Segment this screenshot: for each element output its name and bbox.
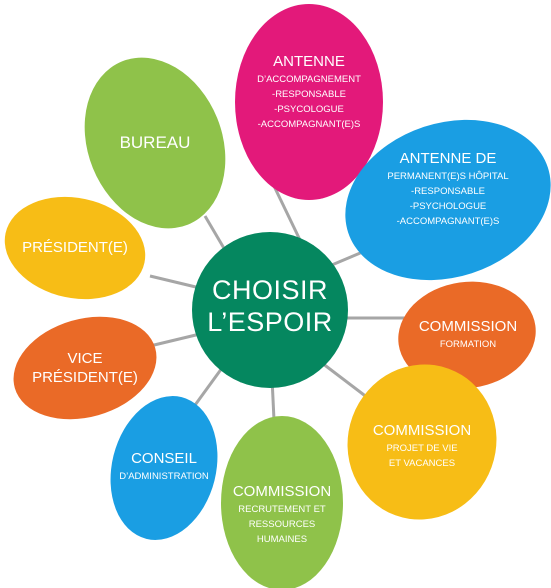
antenne-permanence-item: -RESPONSABLE bbox=[411, 185, 485, 197]
petal-vice-president bbox=[13, 316, 157, 420]
commission-projet-label: COMMISSION PROJET DE VIE ET VACANCES bbox=[350, 422, 494, 471]
conseil-administration-title: CONSEIL bbox=[131, 450, 197, 467]
commission-recrutement-title: COMMISSION bbox=[232, 483, 332, 500]
commission-projet-title: COMMISSION bbox=[372, 422, 472, 439]
antenne-accompagnement-item: -PSYCOLOGUE bbox=[274, 104, 344, 116]
president-label: PRÉSIDENT(E) bbox=[10, 239, 140, 258]
petal-bureau bbox=[84, 57, 226, 229]
bureau-title: BUREAU bbox=[119, 133, 191, 152]
center-label-line: L’ESPOIR bbox=[207, 307, 333, 338]
vice-president-title: VICE bbox=[67, 350, 103, 367]
connector-commission-projet bbox=[317, 358, 369, 400]
commission-formation-item: FORMATION bbox=[439, 338, 497, 350]
petal-antenne-permanence bbox=[345, 119, 551, 281]
petal-president bbox=[4, 196, 146, 300]
commission-recrutement-item: HUMAINES bbox=[256, 534, 308, 546]
commission-formation-label: COMMISSION FORMATION bbox=[404, 318, 532, 352]
center-label-line: CHOISIR bbox=[211, 275, 328, 305]
antenne-accompagnement-label: ANTENNE D’ACCOMPAGNEMENT -RESPONSABLE -P… bbox=[236, 53, 382, 133]
antenne-permanence-title: ANTENNE DE bbox=[399, 150, 497, 167]
connector-bureau bbox=[203, 215, 227, 251]
commission-recrutement-label: COMMISSION RECRUTEMENT ET RESSOURCES HUM… bbox=[222, 483, 342, 547]
commission-projet-item: PROJET DE VIE bbox=[386, 442, 458, 454]
petal-antenne-accompagnement bbox=[235, 4, 383, 200]
bureau-label: BUREAU bbox=[105, 132, 205, 153]
antenne-accompagnement-item: -RESPONSABLE bbox=[272, 88, 346, 100]
antenne-permanence-item: PERMANENT(E)S HÔPITAL bbox=[387, 170, 509, 182]
petal-shapes bbox=[4, 4, 551, 588]
conseil-administration-label: CONSEIL D’ADMINISTRATION bbox=[104, 450, 224, 484]
antenne-accompagnement-title: ANTENNE bbox=[273, 53, 345, 70]
connector-president bbox=[149, 274, 201, 290]
connector-vice-president bbox=[149, 332, 201, 348]
antenne-permanence-label: ANTENNE DE PERMANENT(E)S HÔPITAL -RESPON… bbox=[368, 150, 528, 230]
center-circle bbox=[192, 232, 348, 388]
petal-commission-formation bbox=[398, 281, 536, 389]
antenne-accompagnement-item: D’ACCOMPAGNEMENT bbox=[257, 73, 361, 85]
president-title: PRÉSIDENT(E) bbox=[22, 239, 128, 256]
center-label: CHOISIR L’ESPOIR bbox=[192, 274, 348, 339]
vice-president-title: PRÉSIDENT(E) bbox=[32, 368, 138, 386]
antenne-permanence-item: -ACCOMPAGNANT(E)S bbox=[396, 216, 500, 228]
antenne-permanence-item: -PSYCHOLOGUE bbox=[409, 201, 487, 213]
petal-commission-projet bbox=[347, 364, 497, 520]
petal-commission-recrutement bbox=[221, 416, 343, 588]
commission-recrutement-item: RECRUTEMENT ET bbox=[238, 503, 326, 515]
commission-formation-title: COMMISSION bbox=[418, 318, 518, 335]
antenne-accompagnement-item: -ACCOMPAGNANT(E)S bbox=[257, 119, 361, 131]
petal-conseil-administration bbox=[110, 396, 218, 540]
commission-projet-item: ET VACANCES bbox=[388, 457, 456, 469]
vice-president-label: VICE PRÉSIDENT(E) bbox=[18, 350, 152, 388]
connector-antenne-accompagnement bbox=[272, 185, 302, 241]
commission-recrutement-item: RESSOURCES bbox=[248, 518, 316, 530]
conseil-administration-item: D’ADMINISTRATION bbox=[119, 470, 209, 482]
